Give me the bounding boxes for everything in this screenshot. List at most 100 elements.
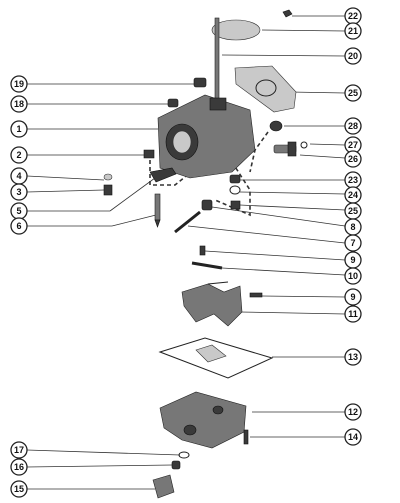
part-8-nut xyxy=(201,199,213,211)
leader-6b xyxy=(111,214,157,227)
leader-lines xyxy=(26,15,346,490)
leader-8 xyxy=(211,206,346,227)
callout-4-label: 4 xyxy=(16,171,21,181)
callout-21-label: 21 xyxy=(348,26,358,36)
callout-17-label: 17 xyxy=(14,445,24,455)
part-11-float xyxy=(181,283,243,327)
callout-14-label: 14 xyxy=(348,432,358,442)
part-15-drain-plug xyxy=(152,474,175,499)
callout-18: 18 xyxy=(10,95,28,113)
callout-3-label: 3 xyxy=(16,187,21,197)
callout-3: 3 xyxy=(10,183,28,201)
part-16-nut xyxy=(171,460,181,470)
part-26-fitting-nut xyxy=(287,141,297,157)
part-29-gasket xyxy=(234,65,297,113)
callout-28-label: 28 xyxy=(348,121,358,131)
callout-25: 25 xyxy=(344,202,362,220)
part-12-bowl-boss xyxy=(183,424,197,436)
part-21-disc xyxy=(211,19,261,41)
part-11-float-arm xyxy=(207,281,229,285)
part-12-bowl-boss-2 xyxy=(212,405,224,415)
callout-6: 6 xyxy=(10,217,28,235)
part-13-gasket xyxy=(158,337,274,379)
callout-29: 25 xyxy=(344,84,362,102)
callout-17: 17 xyxy=(10,441,28,459)
callout-8: 8 xyxy=(344,218,362,236)
leader-21 xyxy=(261,29,346,32)
callout-5-label: 5 xyxy=(16,206,21,216)
part-5-lever xyxy=(149,167,177,183)
part-22-screw xyxy=(282,9,293,18)
part-9-pin-a xyxy=(199,245,206,256)
callout-19: 19 xyxy=(10,75,28,93)
callout-26: 26 xyxy=(344,150,362,168)
callout-11: 11 xyxy=(344,305,362,323)
leader-17 xyxy=(26,449,181,456)
callout-28: 28 xyxy=(344,117,362,135)
part-10-shaft xyxy=(191,261,223,270)
callout-7: 7 xyxy=(344,234,362,252)
leader-27 xyxy=(309,143,346,146)
callout-12-label: 12 xyxy=(348,407,358,417)
callout-1: 1 xyxy=(10,120,28,138)
part-18-nut xyxy=(167,98,179,108)
callout-13-label: 13 xyxy=(348,352,358,362)
leader-25a xyxy=(239,204,346,211)
callout-18-label: 18 xyxy=(14,99,24,109)
part-7-screw xyxy=(174,210,201,234)
callout-11-label: 11 xyxy=(348,309,358,319)
part-27-ring xyxy=(300,141,308,149)
part-13-gasket-inner xyxy=(195,344,227,363)
leader-4 xyxy=(26,175,105,181)
callout-1-label: 1 xyxy=(16,124,21,134)
callout-20: 20 xyxy=(344,47,362,65)
callout-14: 14 xyxy=(344,428,362,446)
part-1-top-boss xyxy=(209,97,227,111)
leader-7 xyxy=(187,225,346,244)
part-6-needle-tip xyxy=(154,219,161,228)
leader-16 xyxy=(26,464,173,468)
callout-10: 10 xyxy=(344,267,362,285)
callout-27-label: 27 xyxy=(348,140,358,150)
callout-13: 13 xyxy=(344,348,362,366)
callout-9a-label: 9 xyxy=(350,255,355,265)
part-29-gasket-hole xyxy=(255,79,277,97)
part-24-washer xyxy=(229,185,241,195)
leader-5b xyxy=(109,177,156,212)
leader-9b xyxy=(261,295,346,298)
part-17-oring xyxy=(178,451,190,459)
leader-24 xyxy=(239,191,346,195)
part-23-nut xyxy=(229,174,241,184)
callout-9b: 9 xyxy=(344,288,362,306)
part-3-jet xyxy=(103,184,113,196)
part-25-spring xyxy=(230,200,241,210)
leader-29 xyxy=(289,91,346,94)
part-28-plug xyxy=(269,120,283,132)
callout-24: 24 xyxy=(344,186,362,204)
part-6-needle xyxy=(154,193,161,221)
leader-10 xyxy=(221,267,346,276)
callout-12: 12 xyxy=(344,403,362,421)
callout-6-label: 6 xyxy=(16,221,21,231)
part-2-screw xyxy=(143,149,155,159)
callout-16-label: 16 xyxy=(14,462,24,472)
leader-26 xyxy=(299,154,346,159)
callout-23-label: 23 xyxy=(348,175,358,185)
callouts: 22 21 20 25 28 27 26 23 24 25 8 7 9 10 9… xyxy=(10,7,362,498)
leader-20 xyxy=(221,54,346,57)
part-19-nut xyxy=(193,77,207,88)
callout-20-label: 20 xyxy=(348,51,358,61)
part-14-screw xyxy=(243,429,249,445)
callout-15: 15 xyxy=(10,480,28,498)
callout-2-label: 2 xyxy=(16,150,21,160)
callout-7-label: 7 xyxy=(350,238,355,248)
leader-3 xyxy=(26,189,105,193)
part-9-pin-b xyxy=(249,292,263,298)
callout-2: 2 xyxy=(10,146,28,164)
callout-22: 22 xyxy=(344,7,362,25)
callout-8-label: 8 xyxy=(350,222,355,232)
part-20-rod xyxy=(214,17,220,101)
callout-24-label: 24 xyxy=(348,190,358,200)
leader-11 xyxy=(239,311,346,315)
part-1-throat-inner xyxy=(172,130,192,154)
